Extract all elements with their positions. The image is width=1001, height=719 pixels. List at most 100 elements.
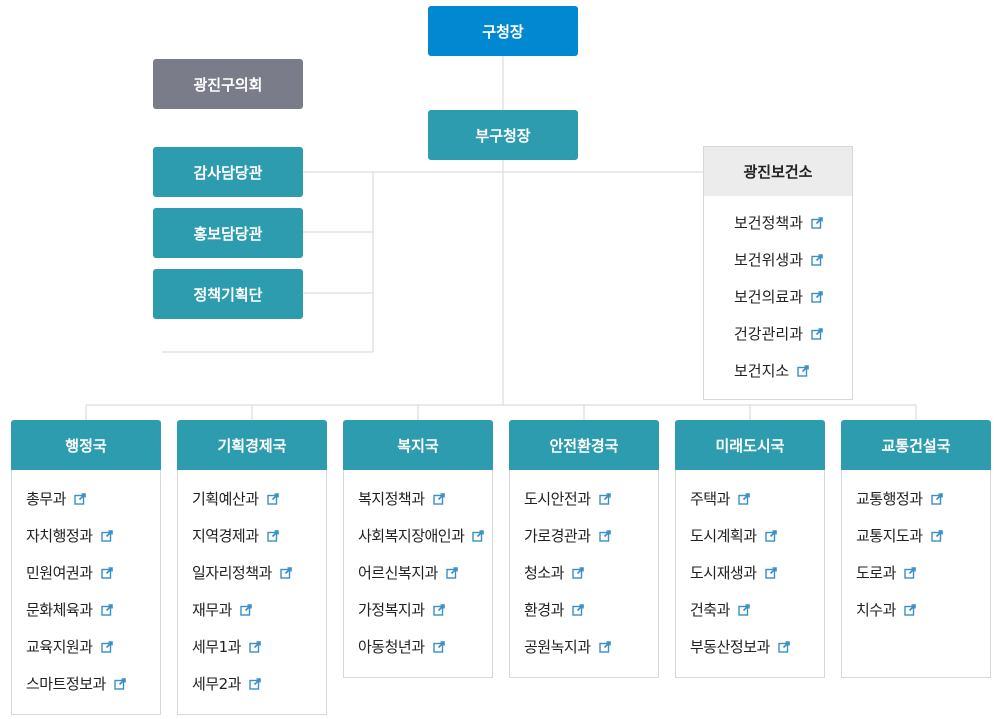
external-link-icon	[738, 492, 750, 505]
bureau-title: 행정국	[11, 420, 161, 470]
department-link[interactable]: 도시재생과	[690, 554, 824, 591]
department-link[interactable]: 보건지소	[734, 352, 852, 389]
external-link-icon	[100, 529, 113, 542]
department-label: 도시계획과	[690, 527, 757, 545]
department-link[interactable]: 주택과	[690, 480, 824, 517]
department-link[interactable]: 교통지도과	[856, 517, 990, 554]
department-label: 보건정책과	[734, 214, 804, 232]
department-link[interactable]: 기획예산과	[192, 480, 326, 517]
department-link[interactable]: 자치행정과	[26, 517, 160, 554]
external-link-icon	[100, 640, 113, 653]
external-link-icon	[114, 677, 126, 690]
department-link[interactable]: 어르신복지과	[358, 554, 492, 591]
bureau-title: 안전환경국	[509, 420, 659, 470]
external-link-icon	[797, 364, 810, 377]
department-link[interactable]: 보건위생과	[734, 241, 852, 278]
department-link[interactable]: 건축과	[690, 591, 824, 628]
deputy-mayor-box: 부구청장	[428, 110, 578, 160]
external-link-icon	[572, 603, 584, 616]
external-link-icon	[432, 603, 445, 616]
department-label: 청소과	[524, 564, 564, 582]
department-link[interactable]: 재무과	[192, 591, 326, 628]
department-label: 치수과	[856, 601, 896, 619]
department-link[interactable]: 가로경관과	[524, 517, 658, 554]
pr-office-button[interactable]: 홍보담당관	[153, 208, 303, 258]
department-link[interactable]: 치수과	[856, 591, 990, 628]
department-link[interactable]: 세무1과	[192, 628, 326, 665]
department-label: 주택과	[690, 490, 730, 508]
department-label: 총무과	[26, 490, 66, 508]
department-label: 사회복지장애인과	[358, 527, 465, 545]
audit-office-button[interactable]: 감사담당관	[153, 147, 303, 197]
department-link[interactable]: 교육지원과	[26, 628, 160, 665]
department-label: 도로과	[856, 564, 896, 582]
department-link[interactable]: 보건정책과	[734, 204, 852, 241]
council-box[interactable]: 광진구의회	[153, 59, 303, 109]
department-link[interactable]: 사회복지장애인과	[358, 517, 492, 554]
department-label: 스마트정보과	[26, 675, 106, 693]
external-link-icon	[100, 566, 113, 579]
department-link[interactable]: 민원여권과	[26, 554, 160, 591]
department-link[interactable]: 총무과	[26, 480, 160, 517]
department-label: 복지정책과	[358, 490, 425, 508]
department-label: 아동청년과	[358, 638, 425, 656]
department-link[interactable]: 보건의료과	[734, 278, 852, 315]
external-link-icon	[811, 216, 823, 229]
department-link[interactable]: 부동산정보과	[690, 628, 824, 665]
external-link-icon	[811, 253, 823, 266]
department-link[interactable]: 아동청년과	[358, 628, 492, 665]
department-link[interactable]: 복지정책과	[358, 480, 492, 517]
bureau-title: 교통건설국	[841, 420, 991, 470]
external-link-icon	[472, 529, 485, 542]
external-link-icon	[266, 529, 279, 542]
department-link[interactable]: 스마트정보과	[26, 665, 160, 702]
department-label: 보건위생과	[734, 251, 804, 269]
department-link[interactable]: 환경과	[524, 591, 658, 628]
department-link[interactable]: 공원녹지과	[524, 628, 658, 665]
bureau-title: 미래도시국	[675, 420, 825, 470]
external-link-icon	[598, 492, 611, 505]
department-link[interactable]: 일자리정책과	[192, 554, 326, 591]
department-label: 세무2과	[192, 675, 241, 693]
department-link[interactable]: 도시안전과	[524, 480, 658, 517]
department-link[interactable]: 도로과	[856, 554, 990, 591]
department-link[interactable]: 문화체육과	[26, 591, 160, 628]
external-link-icon	[811, 327, 823, 340]
external-link-icon	[930, 529, 943, 542]
external-link-icon	[100, 603, 113, 616]
external-link-icon	[249, 640, 261, 653]
department-label: 자치행정과	[26, 527, 93, 545]
external-link-icon	[598, 640, 611, 653]
department-link[interactable]: 교통행정과	[856, 480, 990, 517]
department-link[interactable]: 건강관리과	[734, 315, 852, 352]
external-link-icon	[280, 566, 292, 579]
department-label: 건강관리과	[734, 325, 804, 343]
department-label: 도시재생과	[690, 564, 757, 582]
department-label: 공원녹지과	[524, 638, 591, 656]
external-link-icon	[240, 603, 252, 616]
policy-planning-button[interactable]: 정책기획단	[153, 269, 303, 319]
department-link[interactable]: 청소과	[524, 554, 658, 591]
department-label: 환경과	[524, 601, 564, 619]
department-link[interactable]: 가정복지과	[358, 591, 492, 628]
department-label: 보건지소	[734, 362, 790, 380]
department-label: 가정복지과	[358, 601, 425, 619]
external-link-icon	[74, 492, 86, 505]
bureau-title: 기획경제국	[177, 420, 327, 470]
external-link-icon	[266, 492, 279, 505]
department-link[interactable]: 지역경제과	[192, 517, 326, 554]
external-link-icon	[598, 529, 611, 542]
department-label: 재무과	[192, 601, 232, 619]
department-link[interactable]: 세무2과	[192, 665, 326, 702]
department-link[interactable]: 도시계획과	[690, 517, 824, 554]
department-label: 교통행정과	[856, 490, 923, 508]
department-label: 건축과	[690, 601, 730, 619]
department-label: 문화체육과	[26, 601, 93, 619]
